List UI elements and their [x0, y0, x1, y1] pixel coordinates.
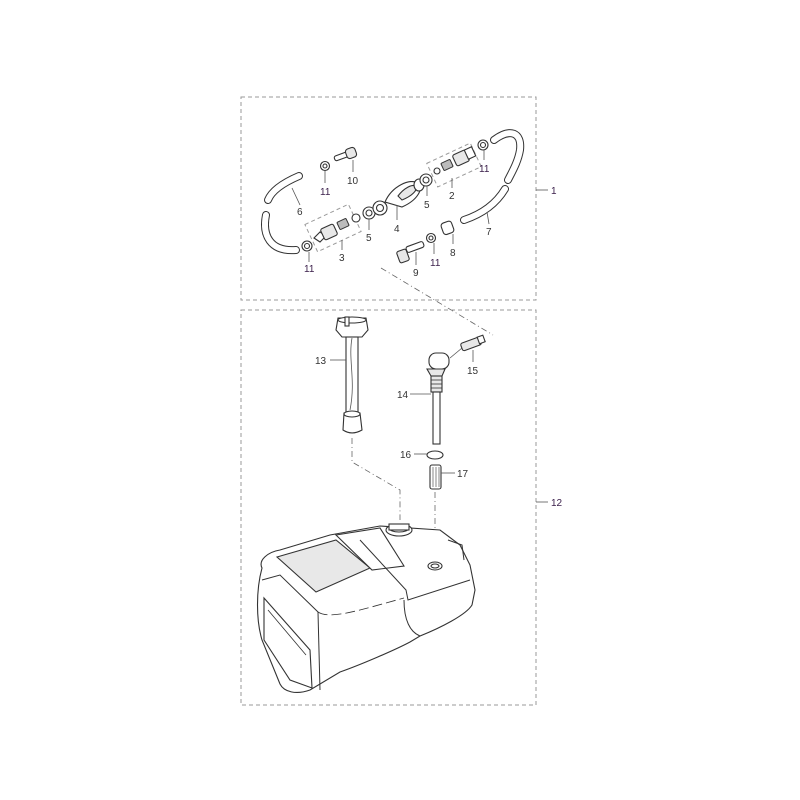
callout-9: 9 — [413, 268, 419, 279]
fuel-filter-strainer-part — [429, 464, 442, 490]
callout-4: 4 — [394, 224, 400, 235]
callout-8: 8 — [450, 248, 456, 259]
connector-assembly-right-part — [433, 146, 477, 175]
callout-3: 3 — [339, 253, 345, 264]
callout-14: 14 — [397, 390, 409, 401]
callout-11-c: 11 — [430, 258, 441, 269]
fuel-gauge-part — [335, 316, 369, 434]
pickup-fitting-part — [460, 334, 486, 352]
assembly-line-9-to-15 — [380, 267, 494, 336]
callout-17: 17 — [457, 469, 469, 480]
callout-6: 6 — [297, 207, 303, 218]
callout-5-left: 5 — [366, 233, 372, 244]
callout-11-b: 11 — [479, 164, 490, 175]
group-1-box — [240, 96, 537, 301]
callout-12: 12 — [551, 498, 563, 509]
callout-2: 2 — [449, 191, 455, 202]
callout-11-d: 11 — [320, 187, 331, 198]
callout-16: 16 — [400, 450, 412, 461]
callout-11-a: 11 — [304, 264, 315, 275]
fuel-line-assembly-group: 1 6 11 3 5 — [240, 96, 557, 301]
connector-assembly-left-part — [313, 213, 361, 243]
primer-bulb-part — [372, 178, 425, 216]
tank-connector-fitting-part — [396, 241, 425, 264]
callout-7: 7 — [486, 227, 492, 238]
fuel-tank-part — [257, 523, 476, 693]
fuel-tank-assembly-group: 12 13 15 — [240, 309, 563, 706]
hose-left-part — [261, 172, 303, 255]
o-ring-part — [426, 450, 444, 460]
callout-10: 10 — [347, 176, 359, 187]
engine-connector-fitting-part — [333, 146, 358, 162]
connector-2-box — [426, 142, 482, 188]
callout-13: 13 — [315, 356, 327, 367]
fuel-pickup-elbow-part — [426, 352, 450, 445]
callout-15: 15 — [467, 366, 479, 377]
group-12-box — [240, 309, 537, 706]
callout-5-right: 5 — [424, 200, 430, 211]
hose-right-part — [460, 129, 525, 224]
assembly-line-gauge — [351, 438, 401, 520]
hose-coupler-part — [440, 220, 455, 236]
callout-1: 1 — [551, 186, 557, 197]
